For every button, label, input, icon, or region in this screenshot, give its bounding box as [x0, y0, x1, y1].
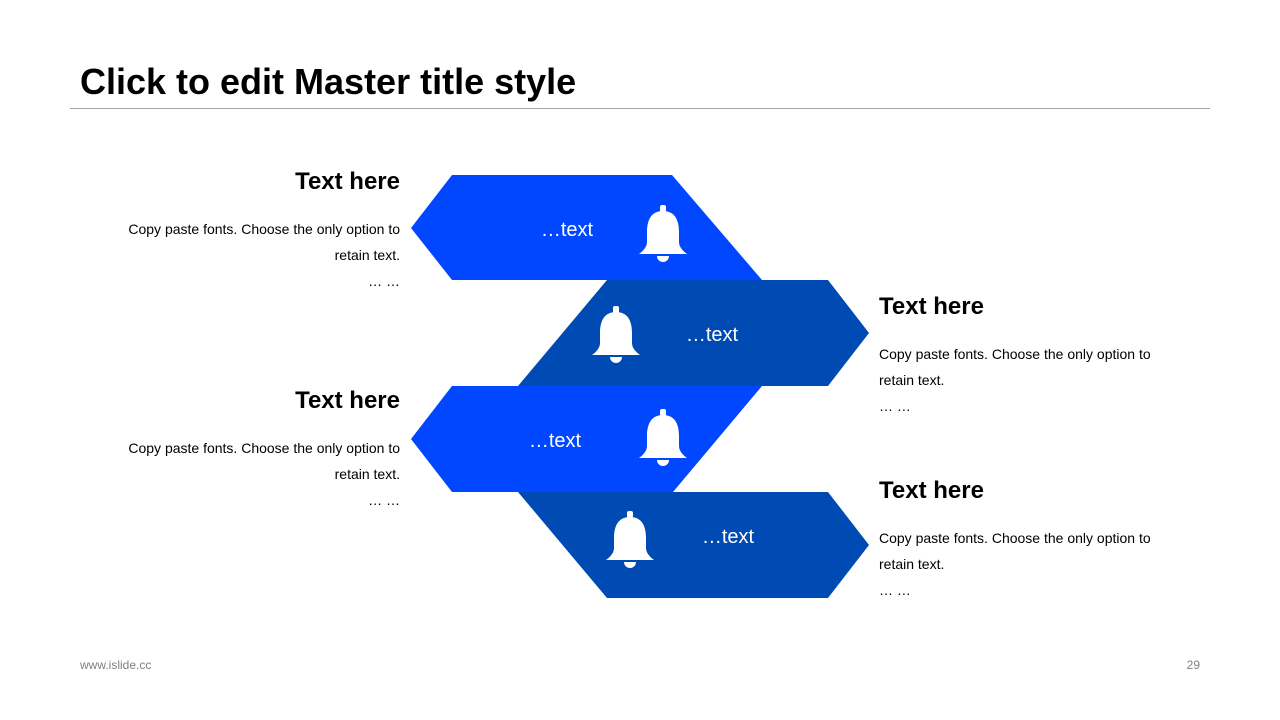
text-block-4-body[interactable]: Copy paste fonts. Choose the only option… [879, 525, 1179, 603]
text-block-3-body-text: Copy paste fonts. Choose the only option… [128, 440, 400, 482]
text-block-4-heading[interactable]: Text here [879, 477, 984, 504]
text-block-2-body[interactable]: Copy paste fonts. Choose the only option… [879, 341, 1179, 419]
text-block-1-ellipsis: … … [368, 273, 400, 289]
step-4-arrow-shape [518, 492, 869, 598]
step-4: …text [518, 492, 869, 598]
text-block-2-body-text: Copy paste fonts. Choose the only option… [879, 346, 1151, 388]
step-3-label: …text [529, 430, 582, 452]
title-divider [70, 108, 1210, 109]
step-3-arrow-shape [411, 386, 762, 492]
text-block-3-body[interactable]: Copy paste fonts. Choose the only option… [110, 435, 400, 513]
page-number: 29 [1186, 658, 1200, 672]
footer-website: www.islide.cc [80, 658, 152, 672]
text-block-1-body-text: Copy paste fonts. Choose the only option… [128, 221, 400, 263]
slide-title[interactable]: Click to edit Master title style [80, 61, 577, 102]
text-block-1-heading[interactable]: Text here [295, 168, 400, 195]
text-block-3-ellipsis: … … [368, 492, 400, 508]
text-block-2-heading[interactable]: Text here [879, 293, 984, 320]
text-block-3-heading[interactable]: Text here [295, 387, 400, 414]
text-block-4-body-text: Copy paste fonts. Choose the only option… [879, 530, 1151, 572]
step-3: …text [411, 386, 762, 492]
text-block-2-ellipsis: … … [879, 398, 911, 414]
step-2: …text [518, 280, 869, 386]
step-2-arrow-shape [518, 280, 869, 386]
step-1: …text [411, 175, 762, 280]
step-2-label: …text [686, 324, 739, 346]
text-block-4-ellipsis: … … [879, 582, 911, 598]
step-4-label: …text [702, 526, 755, 548]
text-block-1-body[interactable]: Copy paste fonts. Choose the only option… [110, 216, 400, 294]
step-1-label: …text [541, 219, 594, 241]
